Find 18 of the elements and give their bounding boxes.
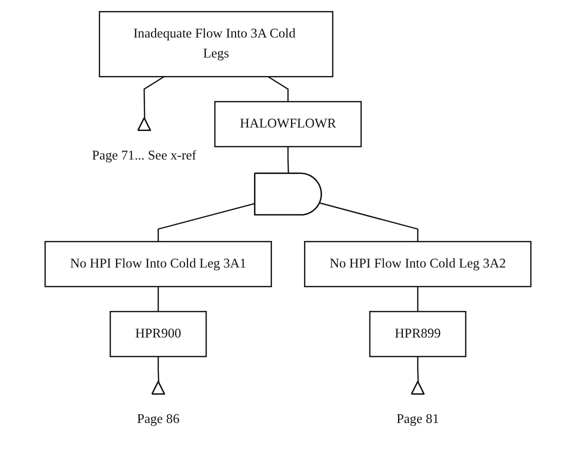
node-label: Page 71... See x-ref [92, 148, 196, 163]
fault-tree-diagram: Inadequate Flow Into 3A Cold Legs Page 71... See x-ref HALOWFLOWR No HPI Flow Into Cold Leg 3A1 HPR900 Page 86 No HPI Flow Into Cold Leg 3A2 HPR899 Page 81 [5, 5, 571, 449]
node-box [44, 240, 272, 288]
connector [158, 356, 160, 382]
node-box [98, 11, 334, 78]
node-label: Page 81 [396, 412, 440, 427]
connector [268, 76, 289, 102]
node-box [304, 240, 532, 288]
node-label: Page 86 [136, 412, 180, 427]
node-box [214, 101, 362, 148]
node-box [110, 310, 207, 358]
connector [417, 286, 418, 312]
connector [287, 146, 290, 174]
connector [320, 202, 418, 242]
connector [158, 202, 256, 242]
connector [158, 286, 159, 312]
node-box [369, 310, 466, 358]
connector [417, 356, 419, 382]
